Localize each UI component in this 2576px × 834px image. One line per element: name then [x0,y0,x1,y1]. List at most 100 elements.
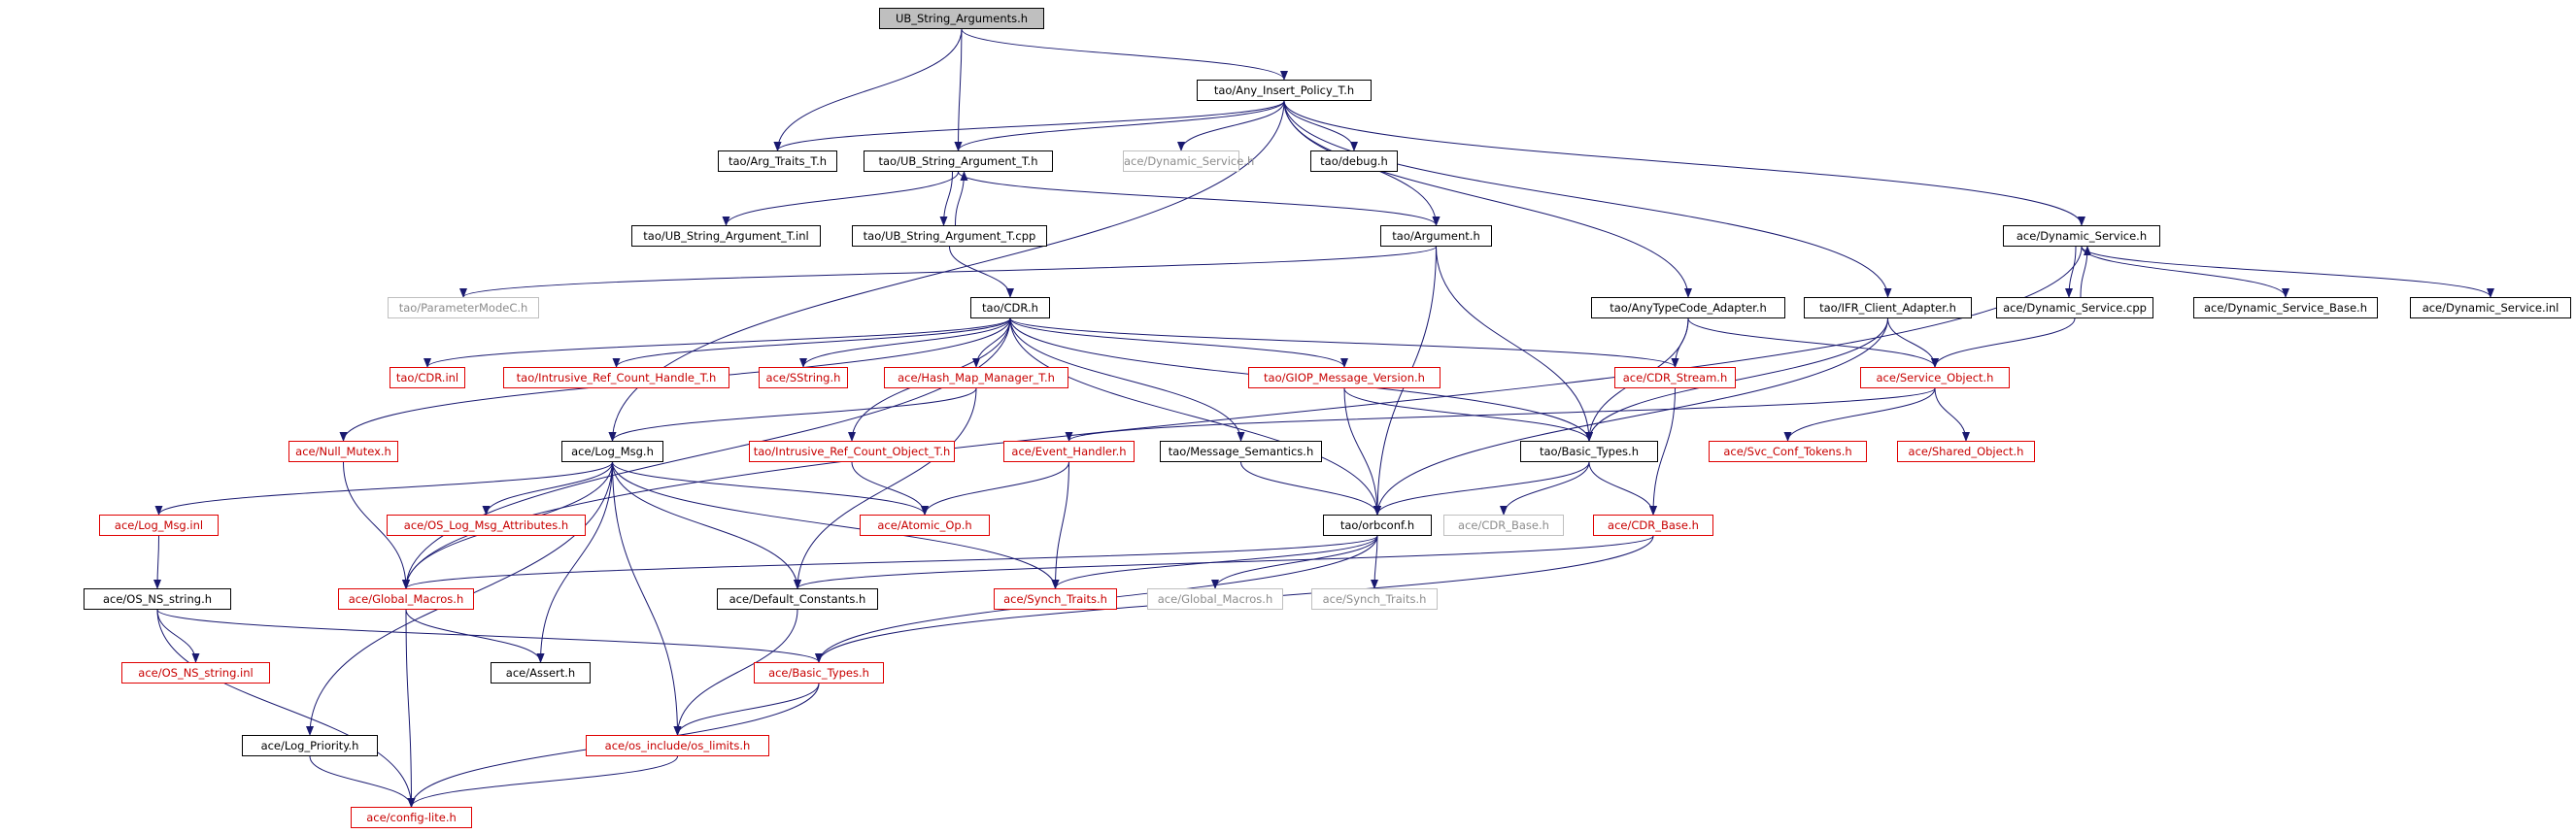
edge-ace-service-object-h-to-ace-event-handler-h [1065,387,1936,442]
edge-ace-cdr-base-h-to-ace-default-constants-h [794,535,1654,589]
node-ace-hash-map-manager-t-h[interactable]: ace/Hash_Map_Manager_T.h [884,367,1068,388]
edge-tao-ifr-client-adapter-h-to-tao-basic-types-h [1585,317,1888,442]
node-ace-synch-traits-h[interactable]: ace/Synch_Traits.h [1311,588,1438,610]
node-ace-dynamic-service-cpp[interactable]: ace/Dynamic_Service.cpp [1996,297,2153,318]
node-ace-global-macros-h[interactable]: ace/Global_Macros.h [1147,588,1283,610]
edge-ace-log-msg-h-to-ace-assert-h [536,461,613,663]
node-ace-event-handler-h[interactable]: ace/Event_Handler.h [1003,441,1135,462]
node-tao-basic-types-h[interactable]: tao/Basic_Types.h [1520,441,1658,462]
edge-tao-orbconf-h-to-ace-synch-traits-h [1371,535,1379,589]
edge-ace-cdr-stream-h-to-ace-cdr-base-h [1649,387,1676,516]
edge-ace-os-ns-string-h-to-ace-basic-types-h [156,609,823,663]
node-ace-basic-types-h[interactable]: ace/Basic_Types.h [754,662,884,684]
node-tao-any-insert-policy-t-h[interactable]: tao/Any_Insert_Policy_T.h [1197,80,1372,101]
node-ace-log-msg-h[interactable]: ace/Log_Msg.h [561,441,663,462]
edge-tao-basic-types-h-to-ace-cdr-base-h [1500,461,1590,516]
node-ace-atomic-op-h[interactable]: ace/Atomic_Op.h [860,515,990,536]
node-ace-shared-object-h[interactable]: ace/Shared_Object.h [1897,441,2035,462]
node-tao-intrusive-ref-count-handle-t-h[interactable]: tao/Intrusive_Ref_Count_Handle_T.h [503,367,729,388]
node-ace-dynamic-service-inl[interactable]: ace/Dynamic_Service.inl [2410,297,2571,318]
node-tao-message-semantics-h[interactable]: tao/Message_Semantics.h [1160,441,1322,462]
edge-ace-log-msg-h-to-ace-os-include-os-limits-h [612,461,682,736]
edge-ace-log-msg-h-to-ace-synch-traits-h [612,461,1060,589]
edge-tao-cdr-h-to-tao-orbconf-h [1009,317,1381,516]
node-tao-debug-h[interactable]: tao/debug.h [1310,150,1398,172]
edge-ace-global-macros-h-to-ace-assert-h [405,609,545,663]
node-tao-ub-string-argument-t-inl[interactable]: tao/UB_String_Argument_T.inl [631,225,821,247]
node-ace-dynamic-service-h[interactable]: ace/Dynamic_Service.h [1123,150,1254,172]
node-tao-ub-string-argument-t-cpp[interactable]: tao/UB_String_Argument_T.cpp [852,225,1047,247]
edge-tao-message-semantics-h-to-tao-orbconf-h [1240,461,1381,516]
edge-tao-any-insert-policy-t-h-to-ace-dynamic-service-h [1177,100,1285,151]
edge-tao-ub-string-argument-t-h-to-tao-ub-string-argument-t-inl [722,171,959,226]
node-ace-os-ns-string-h[interactable]: ace/OS_NS_string.h [84,588,231,610]
edge-tao-orbconf-h-to-ace-global-macros-h [1211,535,1378,589]
edge-tao-ub-string-argument-t-h-to-tao-ub-string-argument-t-cpp [939,171,953,226]
node-tao-anytypecode-adapter-h[interactable]: tao/AnyTypeCode_Adapter.h [1591,297,1785,318]
edge-ub-string-arguments-h-to-tao-arg-traits-t-h [773,28,963,151]
edge-ace-basic-types-h-to-ace-os-include-os-limits-h [673,683,820,736]
edge-tao-any-insert-policy-t-h-to-tao-anytypecode-adapter-h [1283,100,1692,298]
node-ace-svc-conf-tokens-h[interactable]: ace/Svc_Conf_Tokens.h [1709,441,1867,462]
edge-tao-cdr-h-to-tao-cdr-inl [424,317,1011,368]
node-ace-os-ns-string-inl[interactable]: ace/OS_NS_string.inl [121,662,270,684]
edge-ace-dynamic-service-h-to-ace-dynamic-service-base-h [2081,246,2289,298]
node-tao-cdr-h[interactable]: tao/CDR.h [970,297,1050,318]
node-ace-synch-traits-h[interactable]: ace/Synch_Traits.h [994,588,1117,610]
edge-tao-any-insert-policy-t-h-to-ace-dynamic-service-h [1283,100,2085,226]
node-tao-argument-h[interactable]: tao/Argument.h [1380,225,1492,247]
node-tao-ub-string-argument-t-h[interactable]: tao/UB_String_Argument_T.h [864,150,1053,172]
node-ace-default-constants-h[interactable]: ace/Default_Constants.h [717,588,878,610]
edge-ace-log-msg-h-to-ace-log-msg-inl [154,461,613,516]
edge-ub-string-arguments-h-to-tao-any-insert-policy-t-h [961,28,1288,81]
node-ace-cdr-base-h[interactable]: ace/CDR_Base.h [1443,515,1564,536]
node-tao-orbconf-h[interactable]: tao/orbconf.h [1323,515,1432,536]
edge-tao-giop-message-version-h-to-tao-basic-types-h [1343,387,1593,442]
node-ace-os-include-os-limits-h[interactable]: ace/os_include/os_limits.h [586,735,769,756]
node-ace-dynamic-service-h[interactable]: ace/Dynamic_Service.h [2003,225,2160,247]
node-tao-ifr-client-adapter-h[interactable]: tao/IFR_Client_Adapter.h [1804,297,1972,318]
edge-tao-cdr-h-to-ace-cdr-stream-h [1009,317,1679,368]
node-ace-os-log-msg-attributes-h[interactable]: ace/OS_Log_Msg_Attributes.h [387,515,586,536]
node-tao-parametermodec-h[interactable]: tao/ParameterModeC.h [388,297,539,318]
edge-tao-any-insert-policy-t-h-to-tao-ifr-client-adapter-h [1283,100,1892,298]
edge-ace-hash-map-manager-t-h-to-ace-log-msg-h [608,387,977,442]
edge-ace-log-priority-h-to-ace-config-lite-h [309,755,416,808]
edge-tao-cdr-h-to-ace-sstring-h [799,317,1011,368]
edge-tao-cdr-h-to-ace-hash-map-manager-t-h [972,317,1011,368]
node-ace-cdr-stream-h[interactable]: ace/CDR_Stream.h [1614,367,1736,388]
edge-tao-orbconf-h-to-ace-global-macros-h [402,535,1378,589]
node-tao-cdr-inl[interactable]: tao/CDR.inl [390,367,465,388]
node-tao-arg-traits-t-h[interactable]: tao/Arg_Traits_T.h [718,150,837,172]
node-tao-giop-message-version-h[interactable]: tao/GIOP_Message_Version.h [1248,367,1441,388]
edge-ub-string-arguments-h-to-tao-ub-string-argument-t-h [954,28,963,151]
node-ace-global-macros-h[interactable]: ace/Global_Macros.h [338,588,474,610]
node-ace-sstring-h[interactable]: ace/SString.h [759,367,848,388]
edge-tao-basic-types-h-to-ace-cdr-base-h [1588,461,1657,516]
edge-ace-dynamic-service-h-to-ace-dynamic-service-cpp [2065,246,2077,298]
node-ace-config-lite-h[interactable]: ace/config-lite.h [351,807,472,828]
node-ace-assert-h[interactable]: ace/Assert.h [491,662,591,684]
edge-tao-giop-message-version-h-to-tao-orbconf-h [1343,387,1381,516]
edge-tao-ifr-client-adapter-h-to-ace-service-object-h [1887,317,1939,368]
node-ace-log-msg-inl[interactable]: ace/Log_Msg.inl [99,515,219,536]
node-ace-service-object-h[interactable]: ace/Service_Object.h [1860,367,2010,388]
edge-ace-dynamic-service-cpp-to-ace-service-object-h [1931,317,2076,368]
edge-tao-any-insert-policy-t-h-to-tao-arg-traits-t-h [773,100,1285,151]
node-ace-cdr-base-h[interactable]: ace/CDR_Base.h [1593,515,1713,536]
edge-ace-log-msg-h-to-ace-os-log-msg-attributes-h [482,461,613,516]
node-ace-log-priority-h[interactable]: ace/Log_Priority.h [242,735,378,756]
edge-tao-anytypecode-adapter-h-to-ace-service-object-h [1687,317,1939,368]
node-ace-dynamic-service-base-h[interactable]: ace/Dynamic_Service_Base.h [2193,297,2378,318]
edge-tao-basic-types-h-to-tao-orbconf-h [1373,461,1590,516]
edge-ace-dynamic-service-h-to-ace-dynamic-service-inl [2081,246,2494,298]
edge-ace-log-msg-inl-to-ace-os-ns-string-h [153,535,162,589]
edge-tao-ub-string-argument-t-cpp-to-tao-ub-string-argument-t-h [955,171,968,226]
edge-ace-os-ns-string-h-to-ace-config-lite-h [156,609,416,808]
edge-ace-log-msg-h-to-ace-default-constants-h [612,461,801,589]
node-ub-string-arguments-h: UB_String_Arguments.h [879,8,1044,29]
edge-ace-global-macros-h-to-ace-config-lite-h [405,609,416,808]
edge-ace-event-handler-h-to-ace-atomic-op-h [921,461,1069,516]
node-tao-intrusive-ref-count-object-t-h[interactable]: tao/Intrusive_Ref_Count_Object_T.h [749,441,955,462]
node-ace-null-mutex-h[interactable]: ace/Null_Mutex.h [288,441,398,462]
